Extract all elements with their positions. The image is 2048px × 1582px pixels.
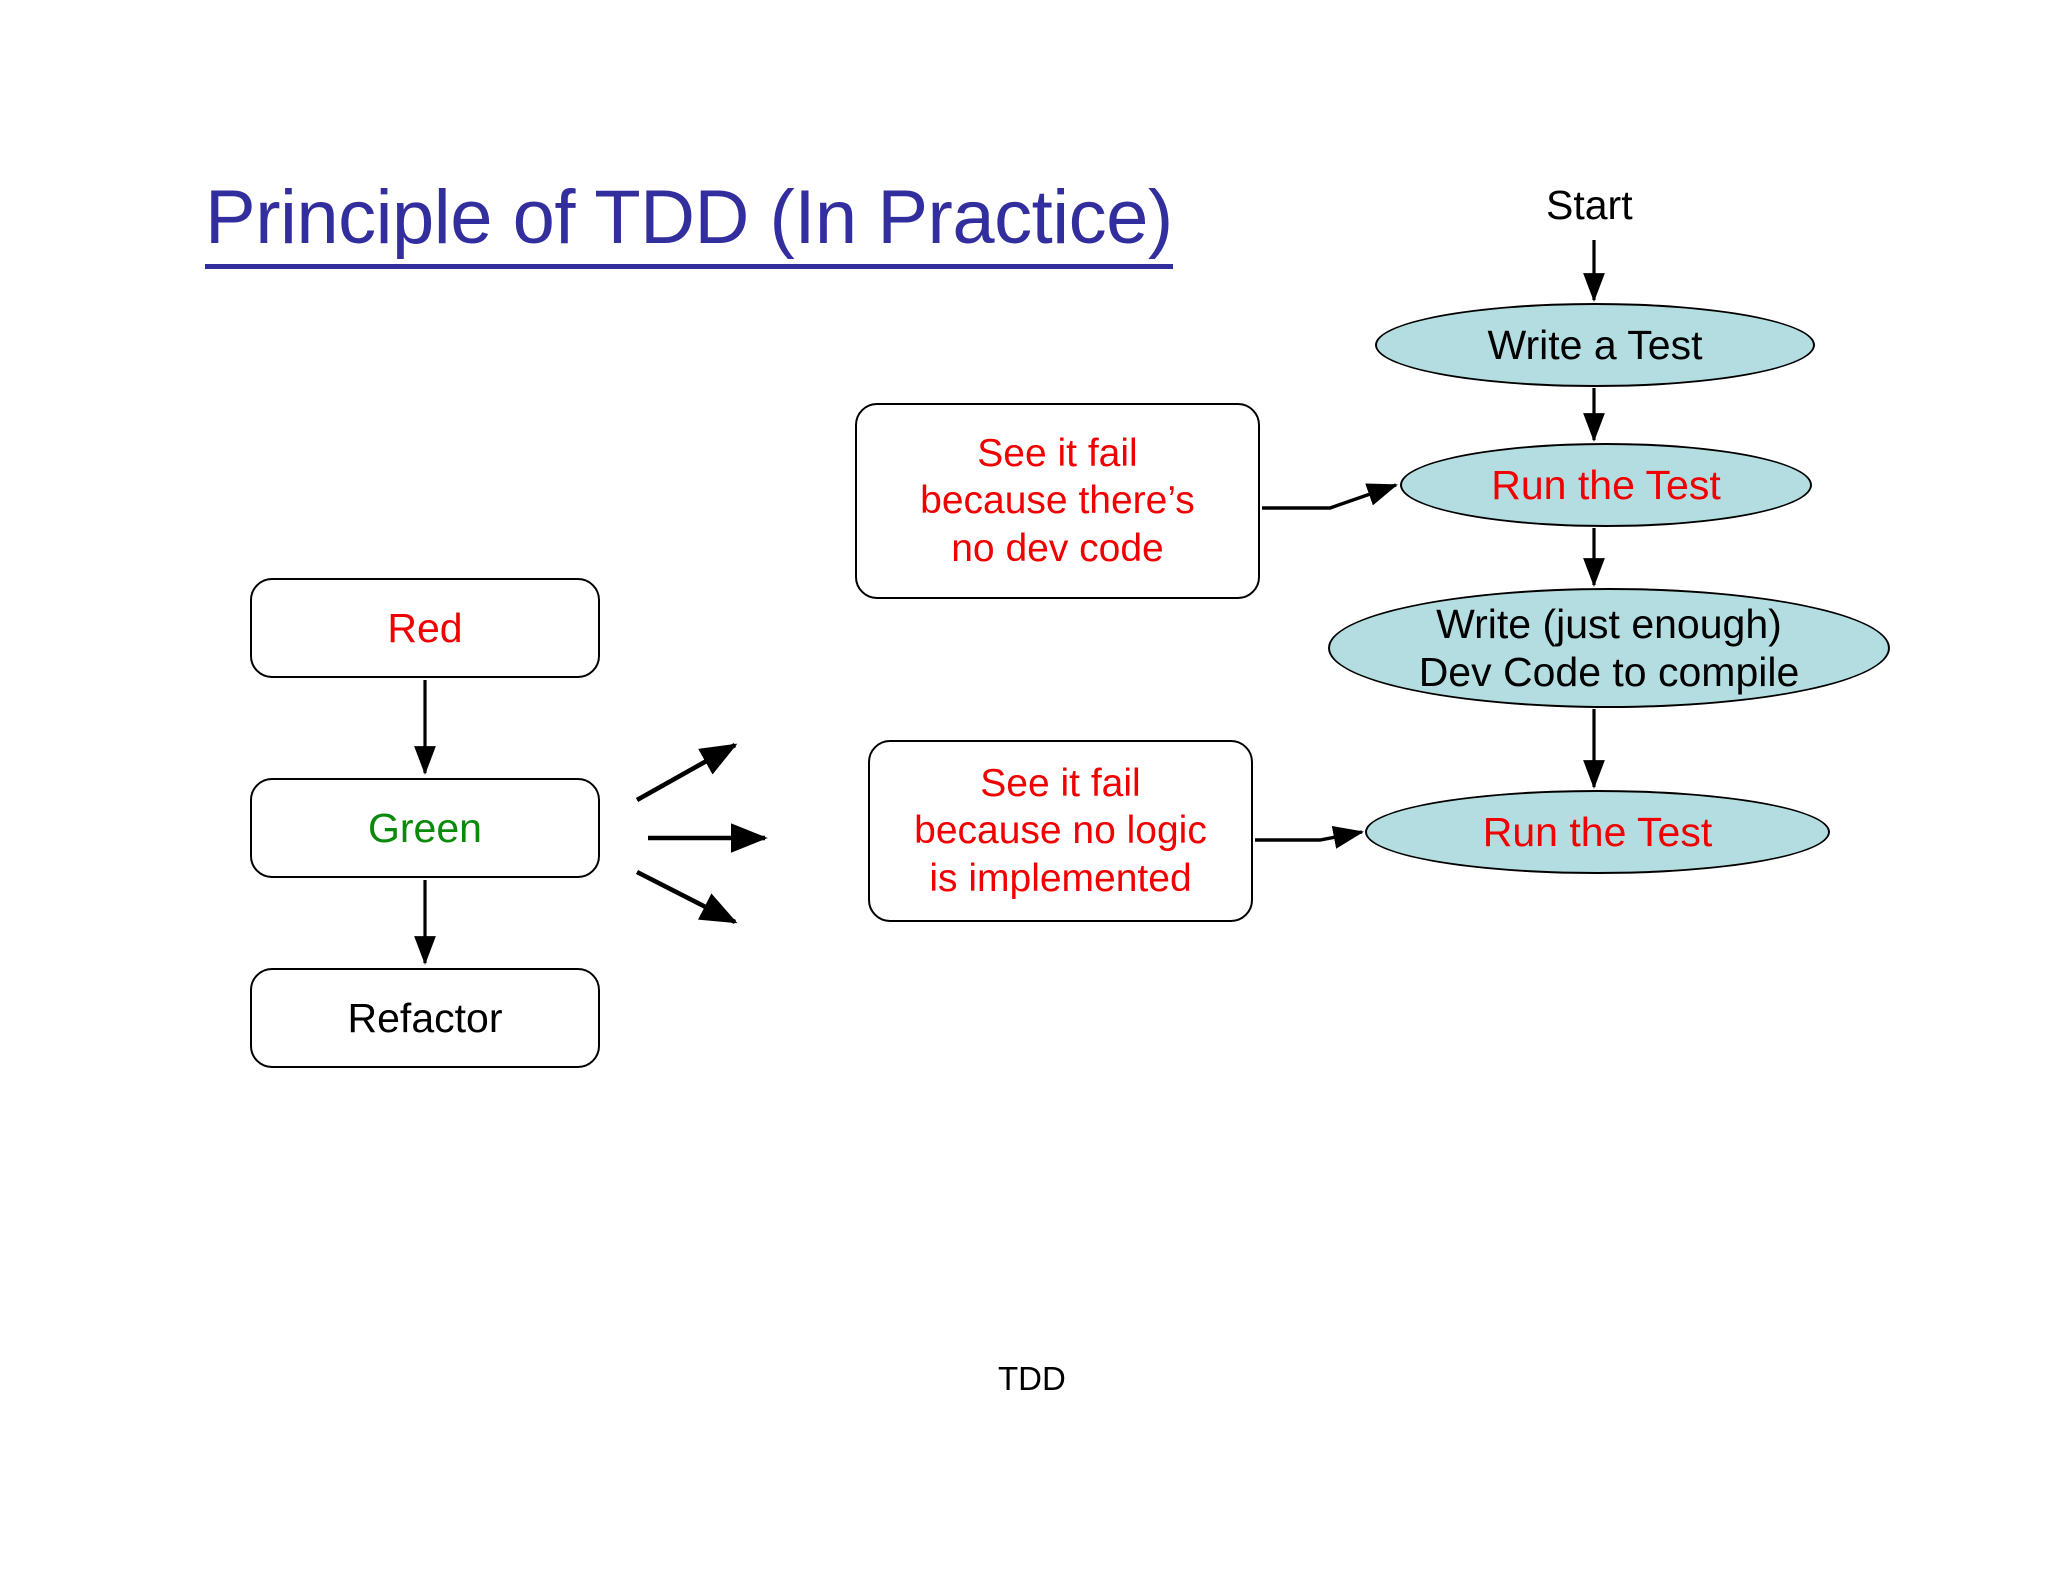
flow-node-write-a-test[interactable]: Write a Test [1375,303,1815,387]
flow-node-run-the-test-2[interactable]: Run the Test [1365,790,1830,874]
callout-1-text: See it fail because there’s no dev code [857,430,1258,573]
state-box-red-label: Red [387,604,463,651]
flow-node-write-dev-code-label: Write (just enough) Dev Code to compile [1419,600,1800,697]
state-box-green[interactable]: Green [250,778,600,878]
flow-start-label: Start [1546,182,1633,228]
flow-node-write-dev-code-line-1: Write (just enough) [1436,600,1782,647]
callout-2-line-2: because no logic [914,809,1207,853]
fan-arrow-down-right [635,869,738,925]
flow-node-write-dev-code-line-2: Dev Code to compile [1418,649,1800,695]
callout-2-line-3: is implemented [929,856,1192,900]
callout-box-no-dev-code[interactable]: See it fail because there’s no dev code [855,403,1260,599]
fan-arrow-up-right [635,742,738,803]
state-box-refactor-label: Refactor [347,994,503,1041]
callout-1-line-1: See it fail [977,431,1138,475]
flow-node-run-the-test-1-label: Run the Test [1491,461,1721,508]
callout-1-line-3: no dev code [951,526,1164,570]
state-box-red[interactable]: Red [250,578,600,678]
edge-callout-1-to-run-test-1 [1262,483,1398,510]
edge-callout-2-to-run-test-2 [1255,825,1365,849]
callout-box-no-logic[interactable]: See it fail because no logic is implemen… [868,740,1253,922]
page-title: Principle of TDD (In Practice) [205,178,1173,269]
flow-node-write-dev-code[interactable]: Write (just enough) Dev Code to compile [1328,588,1890,708]
flow-node-run-the-test-2-label: Run the Test [1482,808,1713,855]
flow-node-run-the-test-1[interactable]: Run the Test [1400,443,1812,527]
flow-node-write-a-test-label: Write a Test [1487,321,1703,368]
slide-footer-label: TDD [998,1360,1066,1397]
state-box-green-label: Green [368,804,482,851]
callout-2-text: See it fail because no logic is implemen… [870,760,1251,903]
callout-2-line-1: See it fail [980,761,1141,805]
state-box-refactor[interactable]: Refactor [250,968,600,1068]
callout-1-line-2: because there’s [920,479,1195,523]
